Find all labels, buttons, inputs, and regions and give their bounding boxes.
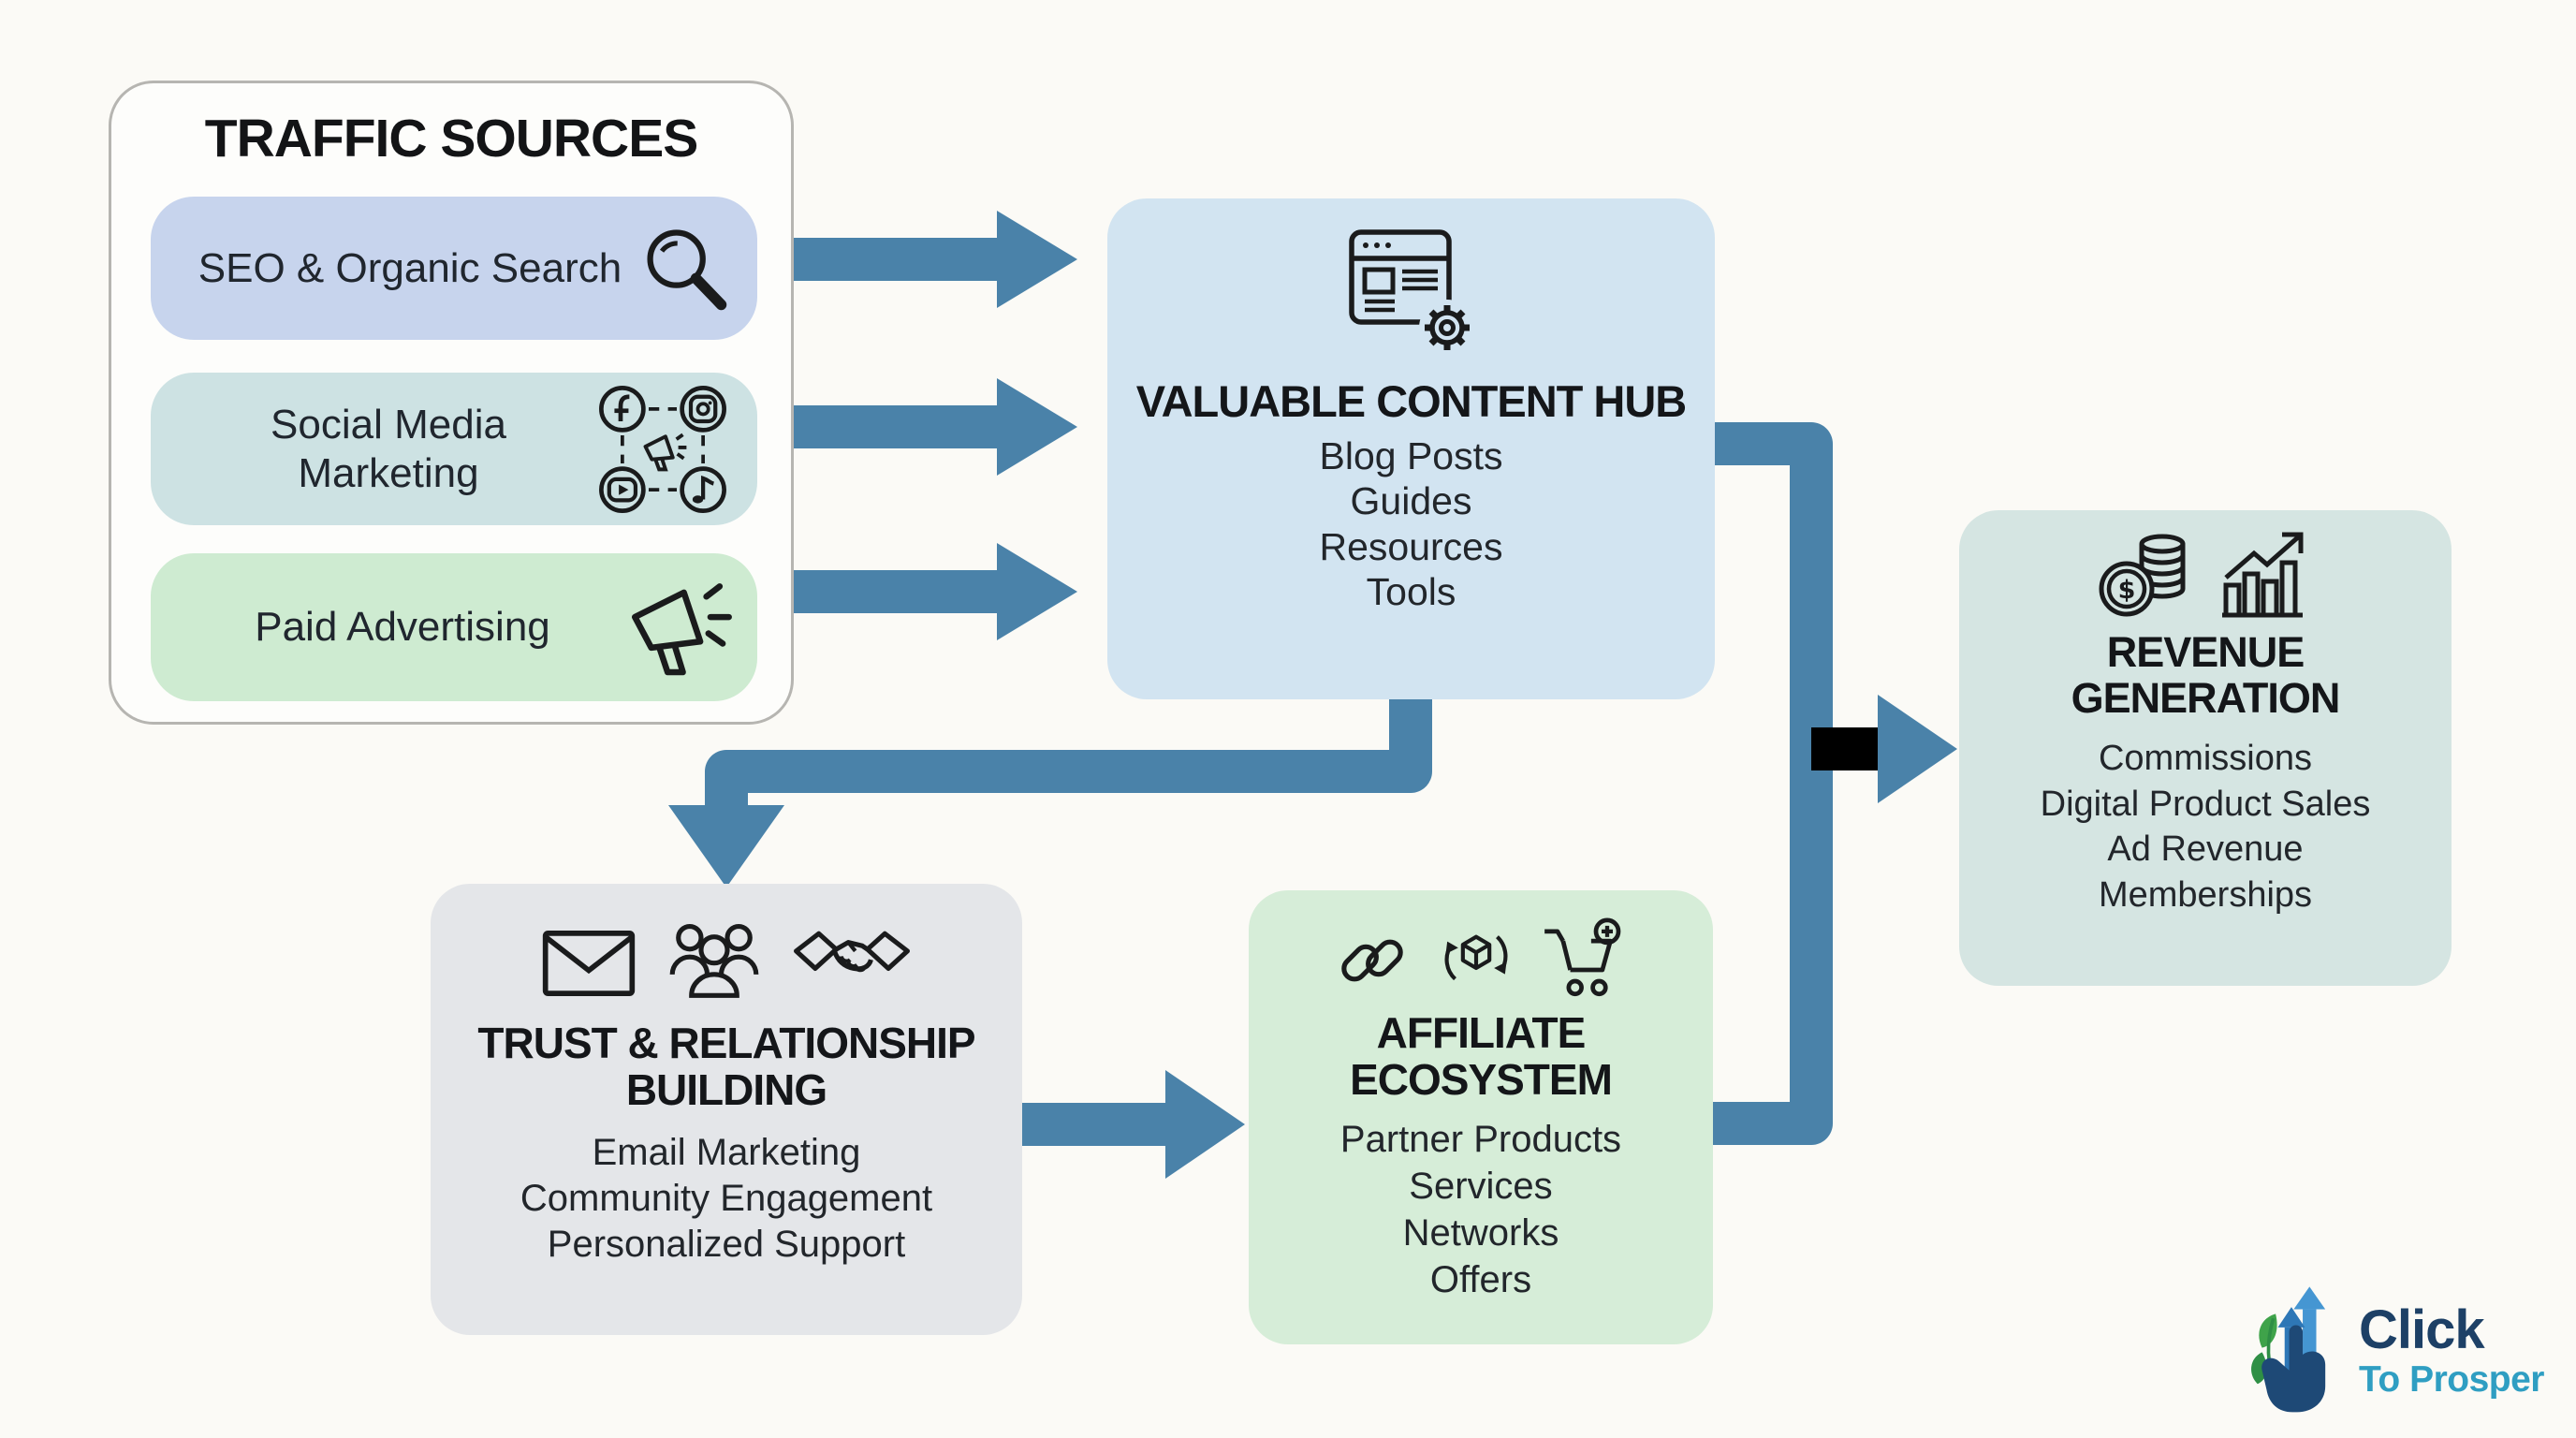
content-hub-list: Blog Posts Guides Resources Tools: [1107, 433, 1715, 615]
social-network-icon: [593, 379, 733, 520]
traffic-sources-panel: TRAFFIC SOURCES SEO & Organic Search Soc…: [109, 81, 794, 725]
list-item: Resources: [1319, 524, 1503, 568]
list-item: Guides: [1350, 479, 1472, 523]
trunk-to-revenue-arrow: [1811, 695, 1957, 803]
svg-text:$: $: [2118, 576, 2136, 605]
product-cycle-icon: [1433, 917, 1519, 1001]
traffic-item-label: Paid Advertising: [255, 604, 550, 651]
list-item: Digital Product Sales: [2040, 784, 2371, 824]
traffic-sources-title: TRAFFIC SOURCES: [204, 109, 699, 169]
traffic-item-label: Social Media Marketing: [271, 401, 506, 496]
list-item: Ad Revenue: [2107, 829, 2304, 870]
list-item: Offers: [1429, 1259, 1532, 1301]
trust-list: Email Marketing Community Engagement Per…: [431, 1130, 1022, 1267]
growth-chart-icon: [2217, 527, 2316, 621]
chain-link-icon: [1332, 920, 1412, 1001]
coins-icon: $: [2095, 527, 2203, 621]
trust-to-affiliate-arrow: [1020, 1070, 1245, 1179]
list-item: Tools: [1366, 569, 1456, 613]
list-item: Partner Products: [1339, 1119, 1622, 1161]
traffic-to-hub-arrows: [792, 211, 1077, 640]
revenue-title: REVENUE GENERATION: [2071, 628, 2341, 722]
affiliate-box: AFFILIATE ECOSYSTEM Partner Products Ser…: [1249, 890, 1713, 1344]
content-hub-title: VALUABLE CONTENT HUB: [1135, 376, 1688, 426]
content-hub-box: VALUABLE CONTENT HUB Blog Posts Guides R…: [1107, 198, 1715, 699]
traffic-item-seo: SEO & Organic Search: [151, 197, 757, 340]
list-item: Personalized Support: [547, 1223, 906, 1265]
logo-brand-text: Click: [2359, 1299, 2485, 1360]
hub-to-trust-arrow: [668, 695, 1432, 888]
community-icon: [662, 917, 767, 1002]
list-item: Email Marketing: [592, 1132, 861, 1174]
traffic-item-paid: Paid Advertising: [151, 553, 757, 701]
webpage-gear-icon: [1331, 223, 1492, 365]
revenue-box: $ REVENUE GENERATION Commissions Digital…: [1959, 510, 2452, 986]
list-item: Services: [1409, 1166, 1553, 1208]
envelope-icon: [540, 925, 637, 1002]
traffic-item-social: Social Media Marketing: [151, 373, 757, 525]
list-item: Community Engagement: [520, 1178, 933, 1220]
magnifier-icon: [636, 220, 733, 317]
list-item: Blog Posts: [1319, 433, 1503, 477]
handshake-icon: [791, 921, 913, 1002]
merge-trunk: [1711, 422, 1833, 1145]
logo-tagline-text: To Prosper: [2359, 1358, 2544, 1400]
revenue-list: Commissions Digital Product Sales Ad Rev…: [1959, 736, 2452, 918]
megaphone-icon: [621, 574, 733, 681]
trust-box: TRUST & RELATIONSHIP BUILDING Email Mark…: [431, 884, 1022, 1335]
cart-plus-icon: [1540, 917, 1630, 1001]
affiliate-list: Partner Products Services Networks Offer…: [1249, 1116, 1713, 1303]
list-item: Commissions: [2098, 739, 2313, 779]
brand-logo: Click To Prosper: [2245, 1284, 2544, 1416]
affiliate-title: AFFILIATE ECOSYSTEM: [1350, 1008, 1613, 1104]
traffic-item-label: SEO & Organic Search: [198, 244, 622, 291]
trust-title: TRUST & RELATIONSHIP BUILDING: [477, 1019, 975, 1114]
list-item: Memberships: [2098, 875, 2313, 916]
click-to-prosper-logo-icon: [2245, 1284, 2349, 1416]
list-item: Networks: [1402, 1212, 1559, 1255]
